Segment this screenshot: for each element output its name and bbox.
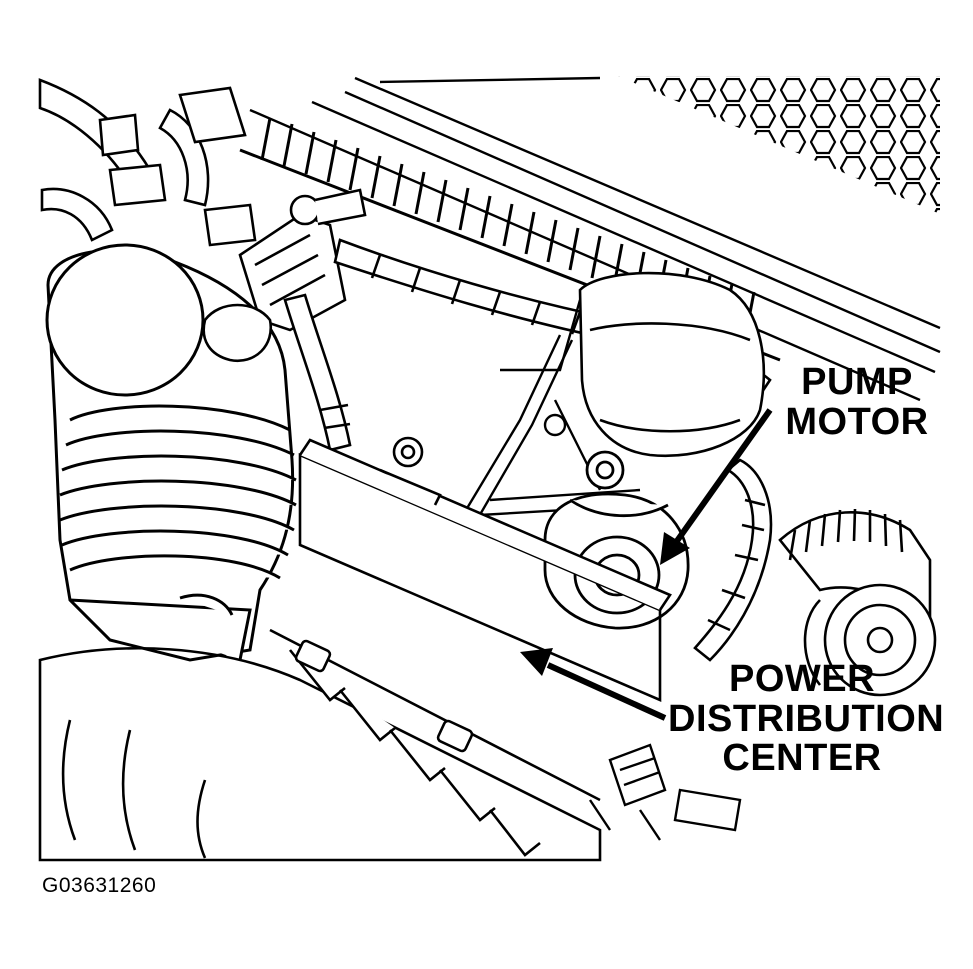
wiring-harness	[283, 238, 772, 452]
wiring-connector	[202, 188, 367, 363]
power-distribution-center	[298, 436, 672, 702]
power-distribution-center-label: POWER DISTRIBUTION CENTER	[668, 658, 945, 780]
pump-motor-arrow	[660, 408, 773, 565]
pdc-label-line-2: DISTRIBUTION	[668, 697, 945, 740]
grille-mesh	[618, 76, 940, 214]
figure-id: G03631260	[42, 874, 157, 897]
pdc-label-line-3: CENTER	[722, 737, 882, 780]
upper-left-hoses	[38, 78, 257, 247]
side-harness	[693, 458, 773, 662]
lower-fender	[38, 628, 602, 862]
pdc-label-line-1: POWER	[728, 658, 876, 700]
pump-motor-label: PUMP MOTOR	[772, 361, 942, 443]
pdc-arrow	[520, 648, 667, 721]
booster-dome	[578, 271, 766, 458]
hood-panel	[249, 76, 941, 402]
corrugated-hose	[778, 508, 932, 645]
pump-motor-label-line-2: MOTOR	[785, 400, 929, 443]
relay-connector	[589, 743, 742, 841]
pump-motor-label-line-1: PUMP	[801, 361, 913, 403]
pulley	[803, 583, 937, 697]
